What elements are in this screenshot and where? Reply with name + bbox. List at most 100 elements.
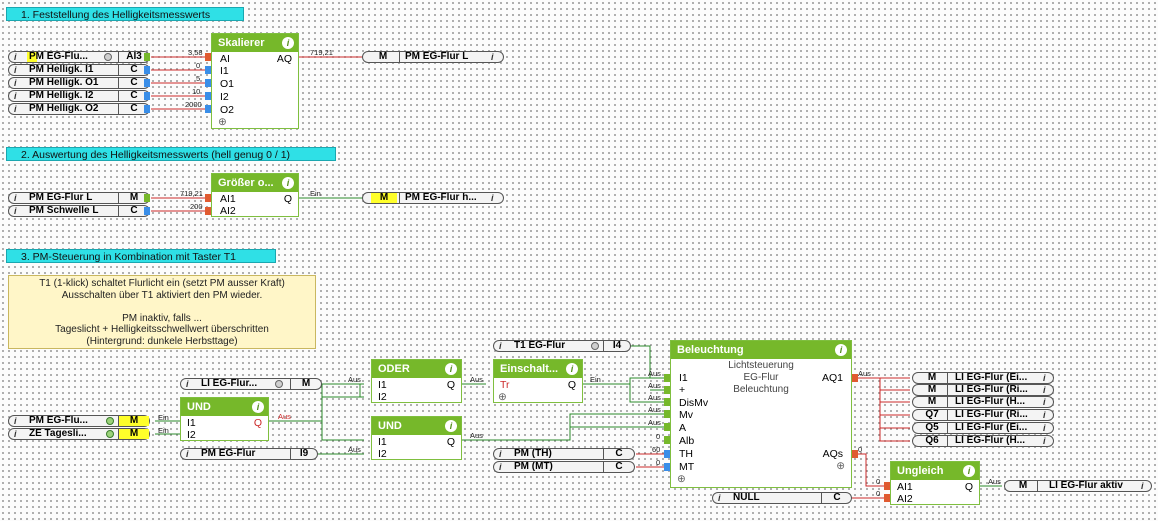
tag-type: C [130, 103, 138, 114]
tag-name: PM (MT) [514, 462, 553, 472]
tag-type: Q7 [925, 409, 939, 420]
port-analog [664, 463, 670, 471]
separator [1037, 481, 1038, 491]
block-und-1[interactable]: UND i I1 I2 Q [180, 397, 269, 441]
wire-label: Aus [648, 418, 661, 427]
ring-icon [275, 380, 283, 388]
tag-pm-mt[interactable]: i PM (MT) C [493, 461, 635, 473]
tag-out-li-5[interactable]: Q5 LI EG-Flur (Ei... i [912, 422, 1054, 434]
block-description: EG-Flur Beleuchtung [733, 372, 789, 395]
pin-i1: I1 [187, 417, 196, 429]
info-icon: i [1043, 410, 1046, 420]
pin-aq: AQ [276, 53, 292, 65]
block-groesser[interactable]: Größer o... i AI1 AI2 Q [211, 173, 299, 217]
port-digital [664, 410, 670, 418]
tag-name: PM EG-Flur L [405, 52, 469, 62]
tag-out-li-4[interactable]: Q7 LI EG-Flur (Ri... i [912, 409, 1054, 421]
block-skalierer[interactable]: Skalierer i AI I1 O1 I2 O2 ⊕ AQ [211, 33, 299, 129]
tag-name: LI EG-Flur (Ri... [955, 410, 1028, 420]
tag-out-li-aktiv[interactable]: M LI EG-Flur aktiv i [1004, 480, 1152, 492]
info-icon: i [1141, 481, 1144, 491]
tag-name: PM EG-Flu... [29, 52, 88, 62]
info-icon[interactable]: i [445, 363, 457, 375]
pin-aqs: AQs [822, 448, 843, 460]
block-einschalt[interactable]: Einschalt... i Tr ⊕ Q [493, 359, 583, 403]
separator [290, 449, 291, 459]
separator [118, 429, 119, 439]
tag-pm-helligk-o2[interactable]: i PM Helligk. O2 C [8, 103, 150, 115]
pin-aq1: AQ1 [821, 372, 843, 384]
tag-pm-eg-flur-i9[interactable]: i PM EG-Flur I9 [180, 448, 318, 460]
tag-pm-helligk-i2[interactable]: i PM Helligk. I2 C [8, 90, 150, 102]
info-icon[interactable]: i [963, 465, 975, 477]
wire-label: Aus [648, 381, 661, 390]
block-ungleich[interactable]: Ungleich i AI1 AI2 Q [890, 461, 980, 505]
wire-label: Aus [858, 369, 871, 378]
port-digital [144, 207, 150, 215]
comment-note[interactable]: T1 (1-klick) schaltet Flurlicht ein (set… [8, 275, 316, 349]
separator [821, 493, 822, 503]
info-icon: i [499, 462, 502, 472]
tag-pm-eg-flu-m[interactable]: i PM EG-Flu... M [8, 415, 150, 427]
wire-label: Aus [988, 477, 1001, 486]
block-beleuchtung[interactable]: Beleuchtung i Lichtsteuerung EG-Flur Bel… [670, 340, 852, 488]
pin-o2: O2 [220, 104, 235, 116]
tag-pm-helligk-o1[interactable]: i PM Helligk. O1 C [8, 77, 150, 89]
add-pin-icon[interactable]: ⊕ [677, 473, 686, 485]
ring-icon [104, 53, 112, 61]
info-icon[interactable]: i [282, 37, 294, 49]
tag-type: C [130, 205, 138, 216]
tag-pm-schwelle-l[interactable]: i PM Schwelle L C [8, 205, 150, 217]
separator [947, 423, 948, 433]
add-pin-icon[interactable]: ⊕ [836, 460, 845, 472]
block-title: UND [181, 398, 268, 416]
port-analog [852, 374, 858, 382]
block-title: Einschalt... [494, 360, 582, 378]
wire-label: Aus [648, 369, 661, 378]
info-icon: i [14, 52, 17, 62]
pin-i2: I2 [187, 429, 196, 441]
wire-label: Aus [648, 405, 661, 414]
tag-pm-eg-flur-ai[interactable]: i PM EG-Flu... AI3 [8, 51, 150, 63]
block-title: Größer o... [212, 174, 298, 192]
tag-out-li-2[interactable]: M LI EG-Flur (Ri... i [912, 384, 1054, 396]
wire-label: 2000 [185, 100, 202, 109]
separator [603, 462, 604, 472]
info-icon[interactable]: i [282, 177, 294, 189]
add-pin-icon[interactable]: ⊕ [218, 116, 227, 128]
info-icon[interactable]: i [252, 401, 264, 413]
pin-q: Q [964, 481, 973, 493]
tag-out-li-1[interactable]: M LI EG-Flur (Ei... i [912, 372, 1054, 384]
pin-i2: I2 [378, 391, 387, 403]
pin-dismv: DisMv [679, 397, 709, 409]
pin-th: TH [679, 448, 693, 460]
port-analog [884, 482, 890, 490]
tag-out-eg-flur-h[interactable]: M PM EG-Flur h... i [362, 192, 504, 204]
wire-label: Aus [348, 375, 361, 384]
port-digital [144, 194, 150, 202]
pin-i2: I2 [220, 91, 229, 103]
tag-pm-eg-flur-l[interactable]: i PM EG-Flur L M [8, 192, 150, 204]
tag-null[interactable]: i NULL C [712, 492, 852, 504]
wire-label: 200 [190, 202, 203, 211]
tag-pm-helligk-i1[interactable]: i PM Helligk. I1 C [8, 64, 150, 76]
info-icon: i [1043, 397, 1046, 407]
tag-out-li-3[interactable]: M LI EG-Flur (H... i [912, 396, 1054, 408]
add-pin-icon[interactable]: ⊕ [498, 391, 507, 403]
tag-t1-eg-flur[interactable]: i T1 EG-Flur I4 [493, 340, 631, 352]
wire-label: 719,21 [310, 48, 333, 57]
block-oder[interactable]: ODER i I1 I2 Q [371, 359, 462, 403]
separator [947, 385, 948, 395]
tag-out-li-6[interactable]: Q6 LI EG-Flur (H... i [912, 435, 1054, 447]
info-icon[interactable]: i [445, 420, 457, 432]
tag-type: Q6 [925, 435, 939, 446]
tag-ze-tagesli[interactable]: i ZE Tagesli... M [8, 428, 150, 440]
info-icon[interactable]: i [566, 363, 578, 375]
tag-out-eg-flur-l[interactable]: M PM EG-Flur L i [362, 51, 504, 63]
info-icon[interactable]: i [835, 344, 847, 356]
tag-pm-th[interactable]: i PM (TH) C [493, 448, 635, 460]
tag-type: M [1018, 480, 1028, 491]
block-und-2[interactable]: UND i I1 I2 Q [371, 416, 462, 460]
tag-li-eg-flur[interactable]: i LI EG-Flur... M [180, 378, 322, 390]
